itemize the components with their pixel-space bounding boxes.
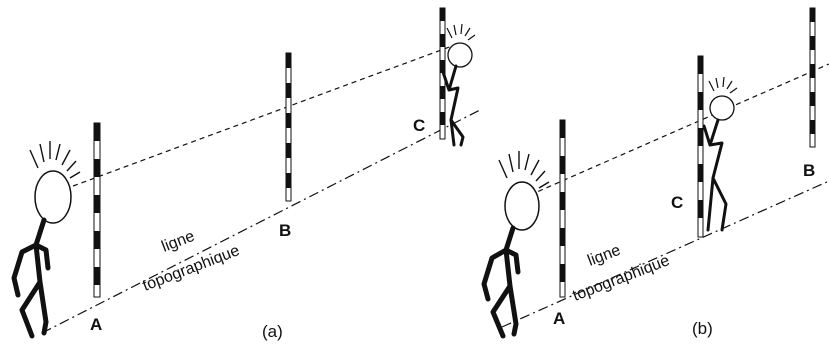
point-label-c-panel-a: C (413, 116, 425, 135)
staff-holder-panel-b (702, 76, 738, 232)
sight-and-ground-lines-a (41, 45, 481, 334)
pole-a-panel-a (93, 122, 101, 298)
staff-holder-panel-a (441, 23, 476, 147)
sight-and-ground-lines-b (501, 63, 829, 328)
observer-hair-a (29, 141, 81, 179)
topographic-line-label-line2-panel-a: topographique (140, 242, 242, 295)
point-label-a-panel-b: A (553, 309, 565, 328)
sight-line-a (72, 45, 453, 187)
pole-b-panel-a (285, 52, 292, 202)
pole-b-panel-b (809, 7, 816, 148)
pole-c-panel-b (697, 55, 704, 238)
pole-a-panel-b (559, 119, 566, 298)
point-label-a-panel-a: A (90, 315, 102, 334)
observer-panel-b (481, 151, 550, 339)
observer-body-b (481, 225, 521, 339)
sight-line-b (529, 63, 829, 196)
point-label-b-panel-a: B (279, 221, 291, 240)
topographic-line-label-line1-panel-b: ligne (585, 242, 623, 270)
observer-head-a (34, 170, 72, 224)
topographic-line-label-line2-panel-b: topographique (570, 252, 672, 305)
observer-head-b (504, 181, 540, 231)
point-label-b-panel-b: B (803, 161, 815, 180)
staff-holder-head-a (447, 42, 473, 68)
point-label-c-panel-b: C (671, 193, 683, 212)
observer-body-a (11, 217, 51, 339)
observer-hair-b (498, 151, 550, 189)
panel-caption-b: (b) (692, 319, 713, 338)
topographic-line-label-line1-panel-a: ligne (159, 228, 197, 256)
panel-a: A B C ligne topographique (a) (11, 7, 481, 341)
staff-holder-head-b (709, 95, 735, 121)
panel-caption-a: (a) (262, 322, 283, 341)
ground-line-a (41, 109, 481, 334)
observer-panel-a (11, 141, 81, 339)
panel-b: A B C ligne topographique (b) (481, 7, 829, 339)
